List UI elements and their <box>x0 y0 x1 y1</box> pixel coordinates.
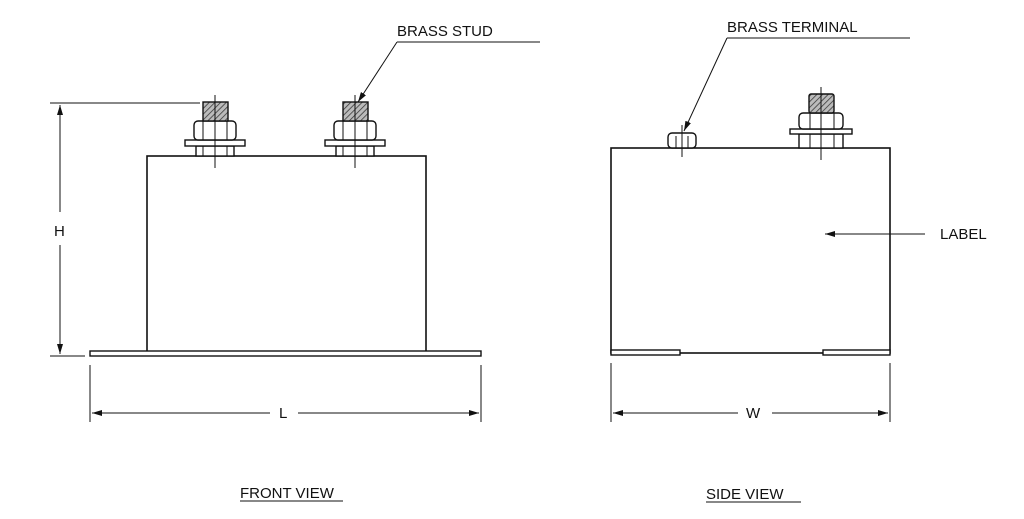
side-brass-stud <box>789 87 853 160</box>
label-callout: LABEL <box>940 226 987 243</box>
length-dimension-label: L <box>279 405 287 422</box>
front-view: H L BRASS STUD FRONT VIEW <box>50 23 540 502</box>
side-foot-left <box>610 349 681 356</box>
side-brass-terminal <box>667 125 697 157</box>
brass-stud-label: BRASS STUD <box>397 23 493 40</box>
height-dimension-label: H <box>54 223 65 240</box>
side-foot-right <box>822 349 891 356</box>
brass-terminal-label: BRASS TERMINAL <box>727 19 858 36</box>
front-view-caption: FRONT VIEW <box>240 485 335 502</box>
width-dimension-label: W <box>746 405 761 422</box>
front-stud-left <box>184 95 246 168</box>
front-stud-right <box>324 95 386 168</box>
side-view-caption: SIDE VIEW <box>706 486 784 503</box>
side-body <box>610 147 891 354</box>
front-base-plate <box>89 350 482 357</box>
front-body <box>146 155 427 353</box>
side-view: LABEL W BRASS TERMINAL SIDE VIEW <box>610 19 987 503</box>
